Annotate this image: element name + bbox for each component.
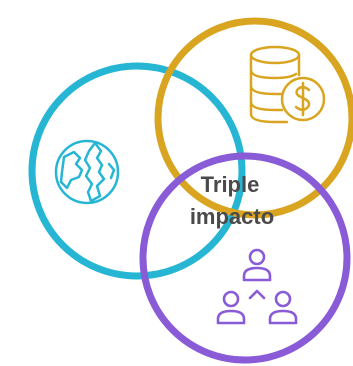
coins-dollar-icon	[249, 45, 326, 124]
center-label-line1: Triple	[201, 172, 260, 197]
globe-icon	[54, 139, 120, 205]
center-label-line2: impacto	[190, 204, 274, 229]
environment-circle	[28, 62, 246, 280]
economic-circle	[154, 17, 353, 219]
people-network-icon	[216, 248, 298, 325]
social-circle	[139, 152, 351, 364]
